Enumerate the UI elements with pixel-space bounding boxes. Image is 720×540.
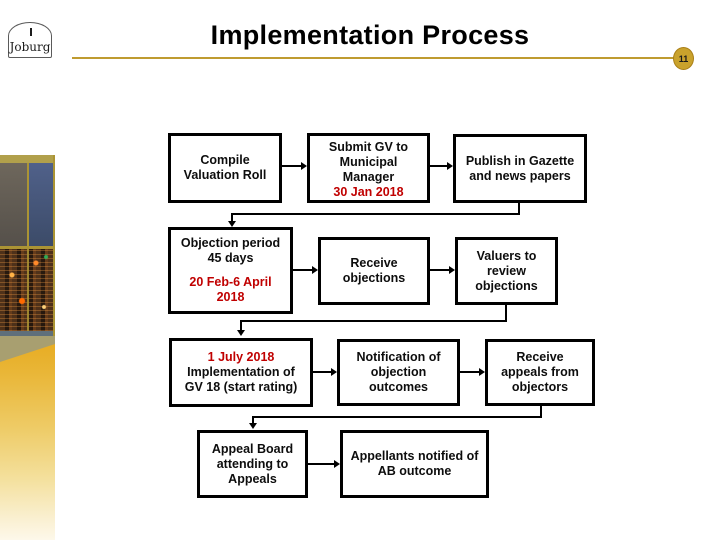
arrow-down-icon (249, 423, 257, 429)
box-text: Receive objections (342, 256, 406, 285)
box-text: Compile Valuation Roll (183, 153, 267, 182)
flow-box-notification-outcomes: Notification of objection outcomes (337, 339, 460, 406)
gold-gradient-wedge (0, 344, 55, 540)
arrow-right-icon (430, 162, 453, 170)
arrow-right-icon (293, 266, 318, 274)
elbow-connector (505, 305, 507, 322)
flow-box-receive-objections: Receive objections (318, 237, 430, 305)
box-date: 20 Feb-6 April 2018 (189, 275, 272, 304)
arrow-right-icon (460, 368, 485, 376)
dusk-sky (0, 163, 53, 246)
box-text: Valuers to review objections (475, 248, 538, 293)
page-number: 11 (678, 53, 689, 64)
elbow-connector (231, 213, 233, 222)
box-text: Appeal Board attending to Appeals (211, 441, 294, 486)
page-number-badge: 11 (673, 47, 694, 70)
box-date: 1 July 2018 (207, 350, 275, 364)
logo-text: Joburg (9, 40, 51, 54)
flow-box-appellants-notified: Appellants notified of AB outcome (340, 430, 489, 498)
tower-icon (30, 28, 32, 36)
arrow-right-icon (282, 162, 307, 170)
elbow-connector (540, 406, 542, 418)
flow-box-publish-gazette: Publish in Gazette and news papers (453, 134, 587, 203)
elbow-connector (252, 416, 542, 418)
box-text: Receive appeals from objectors (501, 350, 579, 394)
flow-box-appeal-board: Appeal Board attending to Appeals (197, 430, 308, 498)
photo-gold-band (0, 155, 53, 163)
arrow-down-icon (237, 330, 245, 336)
elbow-connector (518, 203, 520, 215)
box-text: Implementation of GV 18 (start rating) (184, 365, 298, 394)
box-text: Objection period 45 days (180, 236, 281, 265)
elbow-connector (231, 213, 520, 215)
flow-box-submit-gv: Submit GV to Municipal Manager 30 Jan 20… (307, 133, 430, 203)
flow-box-compile-valuation-roll: Compile Valuation Roll (168, 133, 282, 203)
skyline-photo (0, 155, 55, 336)
elbow-connector (252, 416, 254, 424)
elbow-connector (240, 320, 242, 331)
flow-box-objection-period: Objection period 45 days 20 Feb-6 April … (168, 227, 293, 314)
title-underline (72, 57, 676, 59)
box-text: Appellants notified of AB outcome (350, 449, 479, 478)
box-text: Submit GV to Municipal Manager (328, 140, 409, 184)
flow-box-valuers-review: Valuers to review objections (455, 237, 558, 305)
arrow-right-icon (308, 460, 340, 468)
skyline-photo-strip (0, 155, 55, 540)
page-title: Implementation Process (210, 20, 530, 50)
box-date: 30 Jan 2018 (333, 185, 404, 199)
flow-box-implementation: 1 July 2018 Implementation of GV 18 (sta… (169, 338, 313, 407)
arrow-right-icon (313, 368, 337, 376)
box-text: Publish in Gazette and news papers (465, 153, 575, 183)
city-lights (0, 249, 53, 331)
elbow-connector (240, 320, 507, 322)
arrow-right-icon (430, 266, 455, 274)
box-text: Notification of objection outcomes (356, 350, 441, 394)
arrow-down-icon (228, 221, 236, 227)
joburg-logo: Joburg (8, 22, 52, 58)
flow-box-receive-appeals: Receive appeals from objectors (485, 339, 595, 406)
